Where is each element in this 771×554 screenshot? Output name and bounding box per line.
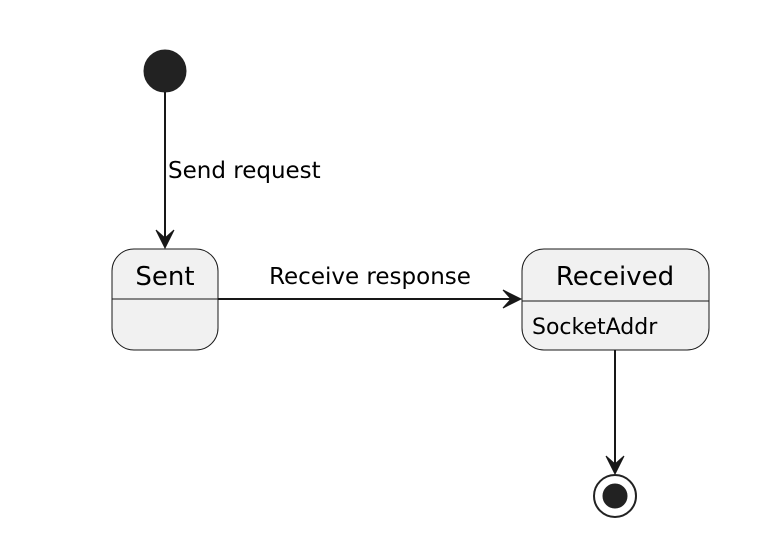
- initial-state-node: [143, 49, 187, 93]
- transition-label-send-request: Send request: [168, 158, 321, 184]
- state-received-body: SocketAddr: [532, 315, 658, 340]
- arrowhead-sent-to-received: [502, 289, 523, 309]
- state-received-title: Received: [556, 262, 674, 292]
- state-sent-title: Sent: [135, 262, 194, 292]
- arrowhead-start-to-sent: [155, 229, 175, 250]
- transition-label-receive-response: Receive response: [269, 264, 471, 290]
- state-sent: Sent: [111, 248, 219, 351]
- final-state-node: [593, 474, 637, 518]
- arrowhead-received-to-end: [605, 455, 625, 476]
- final-state-dot: [602, 483, 628, 509]
- state-received: Received SocketAddr: [521, 248, 710, 351]
